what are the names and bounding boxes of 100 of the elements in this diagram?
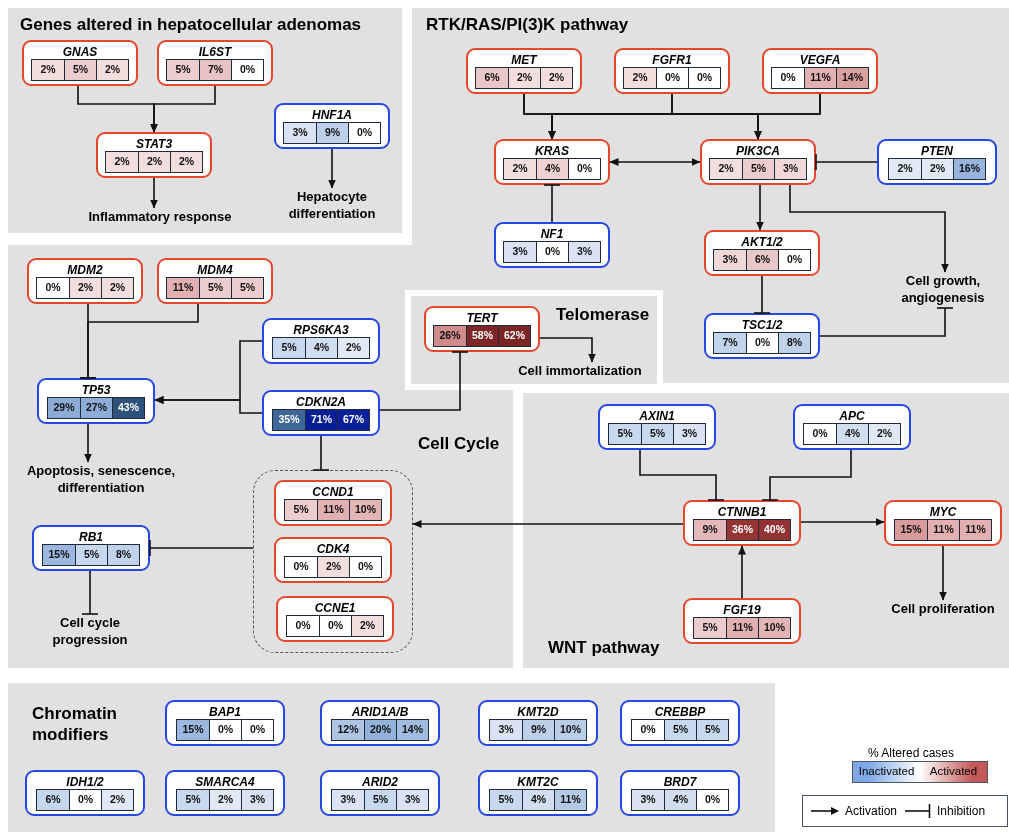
inhibition-line <box>639 449 725 501</box>
gene-name: HNF1A <box>312 108 352 122</box>
gene-name: FGFR1 <box>652 53 692 67</box>
percent-cell: 2% <box>106 152 138 172</box>
gene-name: BRD7 <box>663 775 697 789</box>
gene-name: MYC <box>929 505 957 519</box>
percent-cell: 5% <box>609 424 641 444</box>
gene-box <box>157 40 273 86</box>
percent-cell: 7% <box>199 60 231 80</box>
percent-cell: 26% <box>434 326 466 346</box>
gene-box <box>262 318 380 364</box>
percent-cell: 15% <box>895 520 927 540</box>
percent-cell: 5% <box>75 545 107 565</box>
pathway-panel <box>405 290 663 390</box>
gene-name: KRAS <box>535 144 569 158</box>
panel-title: Cell Cycle <box>418 433 500 455</box>
gene-name: KMT2D <box>517 705 559 719</box>
gene-name: MDM4 <box>197 263 233 277</box>
gene-box <box>704 313 820 359</box>
gene-box <box>478 700 598 746</box>
percent-cell: 35% <box>273 410 305 430</box>
percent-cell: 2% <box>101 278 133 298</box>
percent-cell: 6% <box>746 250 778 270</box>
percent-cell: 2% <box>96 60 128 80</box>
percent-cell: 2% <box>508 68 540 88</box>
percent-cell: 5% <box>273 338 305 358</box>
percent-cell: 9% <box>522 720 554 740</box>
inhibition-line <box>815 153 878 171</box>
percent-cell: 3% <box>241 790 273 810</box>
arrow <box>789 184 949 273</box>
percent-cell: 5% <box>490 790 522 810</box>
gene-name: AKT1/2 <box>741 235 783 249</box>
outcome-label: Cell growth, angiogenesis <box>880 272 1006 308</box>
gene-name: CTNNB1 <box>717 505 767 519</box>
percent-cell: 27% <box>80 398 112 418</box>
percent-cell: 2% <box>504 159 536 179</box>
arrow <box>539 337 596 363</box>
percent-cell: 5% <box>64 60 96 80</box>
percent-cell: 4% <box>536 159 568 179</box>
percent-cell: 3% <box>396 790 428 810</box>
percent-cell: 4% <box>836 424 868 444</box>
percent-cell: 3% <box>632 790 664 810</box>
gene-box <box>25 770 145 816</box>
percent-cell: 12% <box>332 720 364 740</box>
arrow <box>754 93 821 140</box>
gene-box <box>22 40 138 86</box>
arrow <box>150 177 158 209</box>
percent-cell: 71% <box>305 410 337 430</box>
gene-box <box>274 537 392 583</box>
inhibition-line <box>379 351 469 411</box>
percent-cell: 3% <box>490 720 522 740</box>
percent-cell: 3% <box>673 424 705 444</box>
gene-name: SMARCA4 <box>195 775 255 789</box>
percent-cell: 5% <box>364 790 396 810</box>
percent-cell: 11% <box>726 618 758 638</box>
outcome-label: Hepatocyte differentiation <box>272 188 392 224</box>
arrow <box>84 423 92 463</box>
percent-cell: 4% <box>522 790 554 810</box>
percent-cell: 14% <box>836 68 868 88</box>
gene-name: MDM2 <box>67 263 103 277</box>
percent-cell: 15% <box>177 720 209 740</box>
inhibition-line <box>819 307 954 337</box>
gene-name: CDKN2A <box>296 395 346 409</box>
gene-box <box>700 139 816 185</box>
percent-cell: 5% <box>285 500 317 520</box>
panel-title: Genes altered in hepatocellular adenomas <box>20 14 362 36</box>
gene-name: VEGFA <box>799 53 841 67</box>
percent-cell: 5% <box>696 720 728 740</box>
percent-cell: 2% <box>624 68 656 88</box>
percent-cell: 2% <box>209 790 241 810</box>
percent-cell: 2% <box>540 68 572 88</box>
gene-box <box>320 700 440 746</box>
outcome-label: Cell immortalization <box>505 362 655 380</box>
percent-cell: 2% <box>69 278 101 298</box>
arrow <box>412 520 684 528</box>
panel-title: WNT pathway <box>548 637 660 659</box>
percent-cell: 5% <box>167 60 199 80</box>
gene-box <box>877 139 997 185</box>
gene-box <box>165 770 285 816</box>
percent-cell: 36% <box>726 520 758 540</box>
percent-cell: 11% <box>554 790 586 810</box>
outcome-label: Cell proliferation <box>878 600 1008 618</box>
arrow <box>738 545 746 599</box>
gene-box <box>793 404 911 450</box>
gene-box <box>96 132 212 178</box>
gene-name: MET <box>511 53 537 67</box>
percent-cell: 2% <box>889 159 921 179</box>
gene-box <box>157 258 273 304</box>
gene-box <box>32 525 150 571</box>
percent-cell: 2% <box>170 152 202 172</box>
legend-title: % Altered cases <box>868 745 955 762</box>
inhibition-line <box>753 275 771 314</box>
gene-box <box>614 48 730 94</box>
inhibition-line <box>312 435 330 471</box>
percent-cell: 5% <box>694 618 726 638</box>
gene-box <box>274 480 392 526</box>
gene-box <box>466 48 582 94</box>
gene-box <box>704 230 820 276</box>
percent-cell: 2% <box>138 152 170 172</box>
percent-cell: 11% <box>927 520 959 540</box>
